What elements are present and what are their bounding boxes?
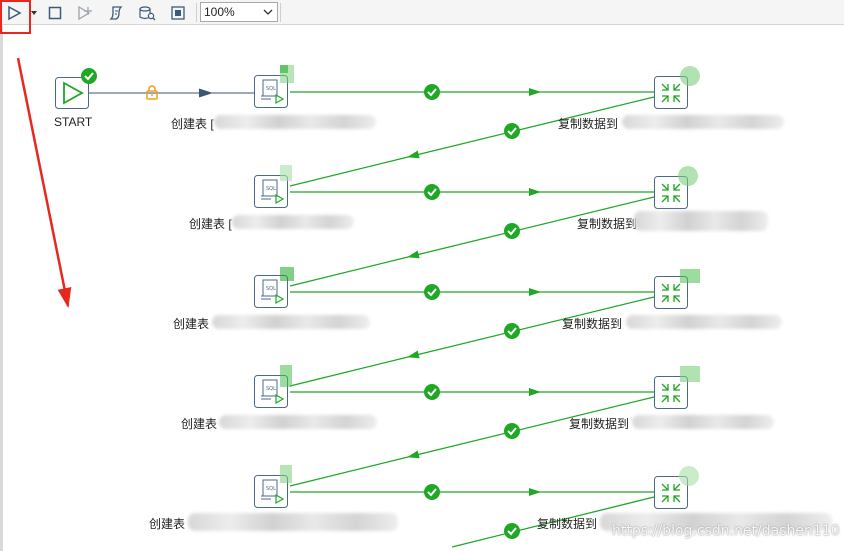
sql-script-icon: SQL <box>254 465 292 508</box>
svg-text:SQL: SQL <box>266 286 276 292</box>
watermark-text: https://blog.csdn.net/dashen110 <box>612 523 840 539</box>
copy-step-label: 复制数据到 <box>537 517 598 531</box>
success-check-icon <box>81 68 97 84</box>
toolbar: 100% <box>0 0 844 25</box>
dropdown-arrow-icon <box>31 10 37 15</box>
obscured-table-name <box>214 115 376 129</box>
play-icon <box>8 5 22 20</box>
sql-script-icon: SQL <box>254 65 294 108</box>
chevron-down-icon <box>263 9 273 15</box>
svg-text:SQL: SQL <box>266 486 276 492</box>
toolbar-separator <box>280 3 281 22</box>
left-edge <box>0 26 3 551</box>
hop-group-horizontal <box>290 88 654 496</box>
sql-script-icon: SQL <box>254 165 292 208</box>
create-step-label: 创建表 [ <box>171 117 214 131</box>
zoom-value: 100% <box>204 5 235 19</box>
create-step-label: 创建表 <box>173 317 210 331</box>
create-step-label: 创建表 <box>181 417 218 431</box>
zoom-select[interactable]: 100% <box>200 2 278 22</box>
stop-button[interactable] <box>44 2 66 23</box>
lock-icon <box>146 85 158 100</box>
obscured-table-name <box>219 415 377 429</box>
svg-text:SQL: SQL <box>266 186 276 192</box>
start-node[interactable] <box>55 77 101 114</box>
obscured-table-name <box>622 115 784 129</box>
layout-button[interactable] <box>167 2 189 23</box>
obscured-table-name <box>600 513 832 531</box>
copy-tables-icon <box>654 466 699 509</box>
obscured-table-name <box>634 211 768 231</box>
copy-step-label: 复制数据到 <box>577 217 638 231</box>
hop-success-check-icons <box>424 84 520 539</box>
toolbar-separator <box>196 3 197 22</box>
sql-script-icon: SQL <box>254 365 292 408</box>
run-button[interactable] <box>3 2 25 23</box>
svg-text:SQL: SQL <box>266 86 276 92</box>
obscured-table-name <box>626 315 782 329</box>
copy-tables-icon <box>654 366 700 409</box>
copy-tables-icon <box>654 66 700 109</box>
create-step-label: 创建表 [ <box>189 217 232 231</box>
obscured-table-name <box>632 415 774 429</box>
run-options-dropdown[interactable] <box>28 2 40 23</box>
copy-tables-icon <box>654 166 698 209</box>
sql-preview-button[interactable] <box>136 2 158 23</box>
debug-run-button[interactable] <box>74 2 96 23</box>
obscured-table-name <box>212 315 370 329</box>
copy-step-label: 复制数据到 <box>558 117 619 131</box>
create-step-label: 创建表 <box>149 517 186 531</box>
debug-run-icon <box>78 5 92 20</box>
obscured-table-name <box>188 513 398 531</box>
script-icon <box>109 5 123 20</box>
sql-preview-icon <box>139 5 156 20</box>
start-icon <box>55 77 89 109</box>
stop-icon <box>48 6 62 19</box>
copy-step-label: 复制数据到 <box>569 417 630 431</box>
copy-step-label: 复制数据到 <box>562 317 623 331</box>
start-label: START <box>54 115 93 129</box>
copy-tables-icon <box>654 269 700 309</box>
sql-script-icon: SQL <box>254 267 294 308</box>
script-button[interactable] <box>105 2 127 23</box>
svg-text:SQL: SQL <box>266 386 276 392</box>
annotation-arrow <box>16 57 72 308</box>
obscured-table-name <box>232 215 354 229</box>
layout-icon <box>171 5 185 20</box>
job-canvas[interactable] <box>0 26 844 551</box>
hop-group-diagonal <box>289 96 655 548</box>
